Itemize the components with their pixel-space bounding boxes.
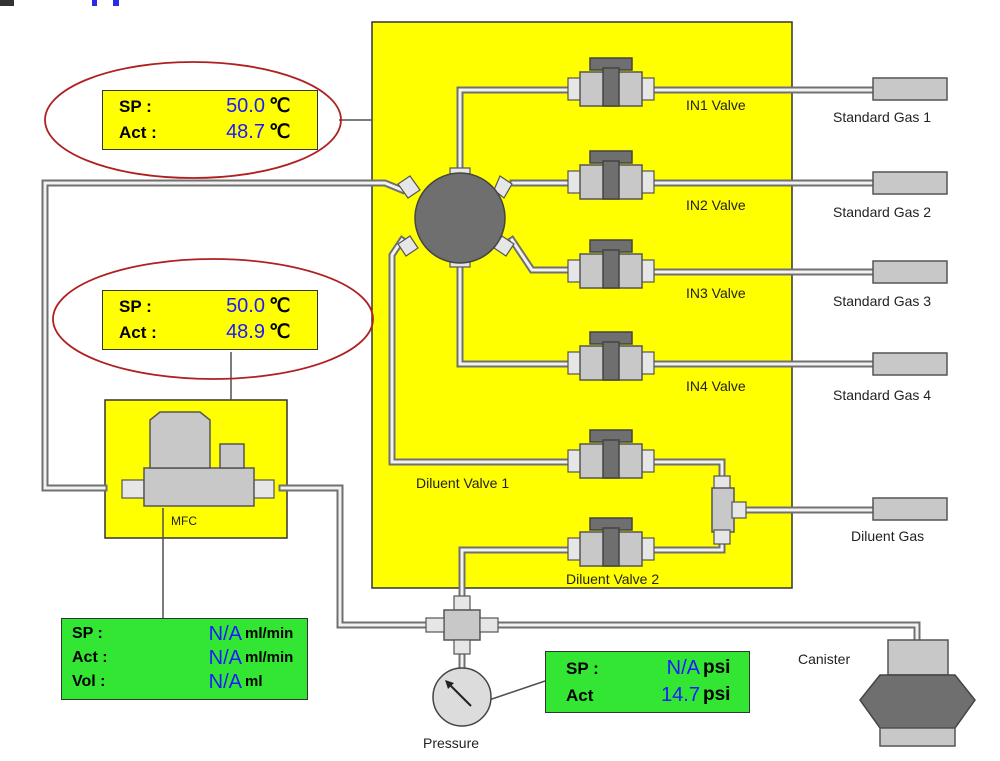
- in4-valve[interactable]: [567, 331, 655, 381]
- gas-cylinders: [872, 77, 948, 521]
- pressure-act-value: 14.7: [661, 684, 700, 706]
- pressure-sp-value: N/A: [666, 657, 700, 679]
- mfc-device[interactable]: [121, 411, 275, 507]
- label-in1-valve: IN1 Valve: [686, 97, 746, 113]
- temp-panel-mfc: SP : 50.0 ℃ Act : 48.9 ℃: [102, 290, 318, 350]
- label-standard-gas-1: Standard Gas 1: [833, 109, 931, 125]
- temp-mfc-act-label: Act :: [119, 323, 157, 342]
- pressure-panel: SP : N/A psi Act 14.7 psi: [545, 651, 750, 713]
- flow-vol-value: N/A: [208, 671, 242, 693]
- temp-mfc-sp-unit: ℃: [269, 296, 291, 317]
- diluent-tee-fitting: [711, 475, 747, 545]
- standard-gas-3-cylinder: [872, 260, 948, 284]
- label-standard-gas-4: Standard Gas 4: [833, 387, 931, 403]
- in3-valve[interactable]: [567, 239, 655, 289]
- flow-vol-label: Vol :: [72, 673, 106, 690]
- flow-act-unit: ml/min: [245, 649, 294, 666]
- label-pressure: Pressure: [423, 735, 479, 751]
- temp-top-sp-value: 50.0: [226, 95, 265, 117]
- pressure-act-unit: psi: [703, 684, 731, 705]
- label-mfc: MFC: [171, 514, 197, 528]
- standard-gas-4-cylinder: [872, 352, 948, 376]
- label-standard-gas-2: Standard Gas 2: [833, 204, 931, 220]
- cross-fitting: [425, 595, 499, 655]
- selector-valve[interactable]: [397, 167, 515, 268]
- pressure-gauge: [432, 667, 492, 727]
- temp-mfc-sp-value: 50.0: [226, 295, 265, 317]
- pipes: [41, 86, 921, 676]
- standard-gas-1-cylinder: [872, 77, 948, 101]
- highlight-ellipse-top: [44, 61, 342, 179]
- in1-valve[interactable]: [567, 57, 655, 107]
- label-standard-gas-3: Standard Gas 3: [833, 293, 931, 309]
- temp-mfc-sp-label: SP :: [119, 297, 152, 316]
- diagram-labels: IN1 Valve IN2 Valve IN3 Valve IN4 Valve …: [171, 97, 931, 751]
- temp-top-act-value: 48.7: [226, 121, 265, 143]
- pressure-sp-label: SP :: [566, 659, 599, 678]
- flow-sp-unit: ml/min: [245, 625, 294, 642]
- diluent-gas-cylinder: [872, 497, 948, 521]
- label-diluent-valve-1: Diluent Valve 1: [416, 475, 509, 491]
- flow-act-value: N/A: [208, 647, 242, 669]
- label-in4-valve: IN4 Valve: [686, 378, 746, 394]
- diluent-valve-2[interactable]: [567, 517, 655, 567]
- flow-vol-unit: ml: [245, 673, 263, 690]
- temp-top-sp-label: SP :: [119, 97, 152, 116]
- flow-sp-label: SP :: [72, 625, 103, 642]
- standard-gas-2-cylinder: [872, 171, 948, 195]
- temp-mfc-act-unit: ℃: [269, 322, 291, 343]
- header-fragment: [0, 0, 119, 6]
- label-diluent-valve-2: Diluent Valve 2: [566, 571, 659, 587]
- canister: [859, 639, 976, 747]
- label-canister: Canister: [798, 651, 850, 667]
- connector-wires: [162, 119, 549, 701]
- label-in3-valve: IN3 Valve: [686, 285, 746, 301]
- temp-mfc-act-value: 48.9: [226, 321, 265, 343]
- label-in2-valve: IN2 Valve: [686, 197, 746, 213]
- pressure-sp-unit: psi: [703, 657, 731, 678]
- in2-valve[interactable]: [567, 150, 655, 200]
- flow-sp-value: N/A: [208, 623, 242, 645]
- flow-act-label: Act :: [72, 649, 108, 666]
- highlight-ellipse-mfc: [52, 258, 374, 380]
- label-diluent-gas: Diluent Gas: [851, 528, 924, 544]
- temp-panel-top: SP : 50.0 ℃ Act : 48.7 ℃: [102, 90, 318, 150]
- flow-panel: SP : N/A ml/min Act : N/A ml/min Vol : N…: [61, 618, 308, 700]
- diluent-valve-1[interactable]: [567, 429, 655, 479]
- temp-top-act-unit: ℃: [269, 122, 291, 143]
- temp-top-act-label: Act :: [119, 123, 157, 142]
- pressure-act-label: Act: [566, 686, 594, 705]
- temp-top-sp-unit: ℃: [269, 96, 291, 117]
